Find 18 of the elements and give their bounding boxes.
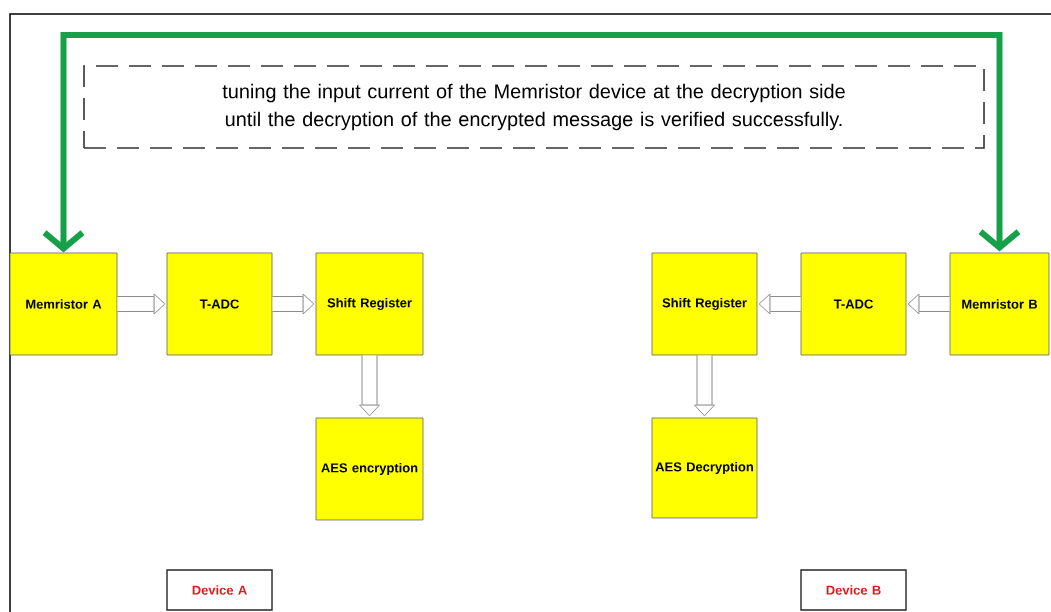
process-box: Shift Register bbox=[315, 252, 424, 356]
arrow bbox=[359, 355, 380, 417]
note-box: tuning the input current of the Memristor device at the decryption side until the decryption of the encrypted message is verified successfully. bbox=[83, 65, 985, 149]
process-box: T-ADC bbox=[166, 252, 273, 356]
device-label: Device B bbox=[800, 569, 907, 611]
arrow bbox=[907, 293, 950, 315]
process-box: AES Decryption bbox=[651, 417, 758, 519]
arrow bbox=[272, 293, 315, 315]
process-box: Memristor B bbox=[949, 252, 1050, 356]
arrow bbox=[42, 31, 1021, 253]
process-box: AES encryption bbox=[315, 417, 424, 521]
arrow bbox=[117, 293, 166, 315]
arrow bbox=[694, 355, 715, 417]
process-box: T-ADC bbox=[800, 252, 907, 356]
arrow bbox=[758, 293, 801, 315]
process-box: Shift Register bbox=[651, 252, 758, 356]
device-label: Device A bbox=[166, 569, 273, 611]
process-box: Memristor A bbox=[9, 252, 118, 356]
